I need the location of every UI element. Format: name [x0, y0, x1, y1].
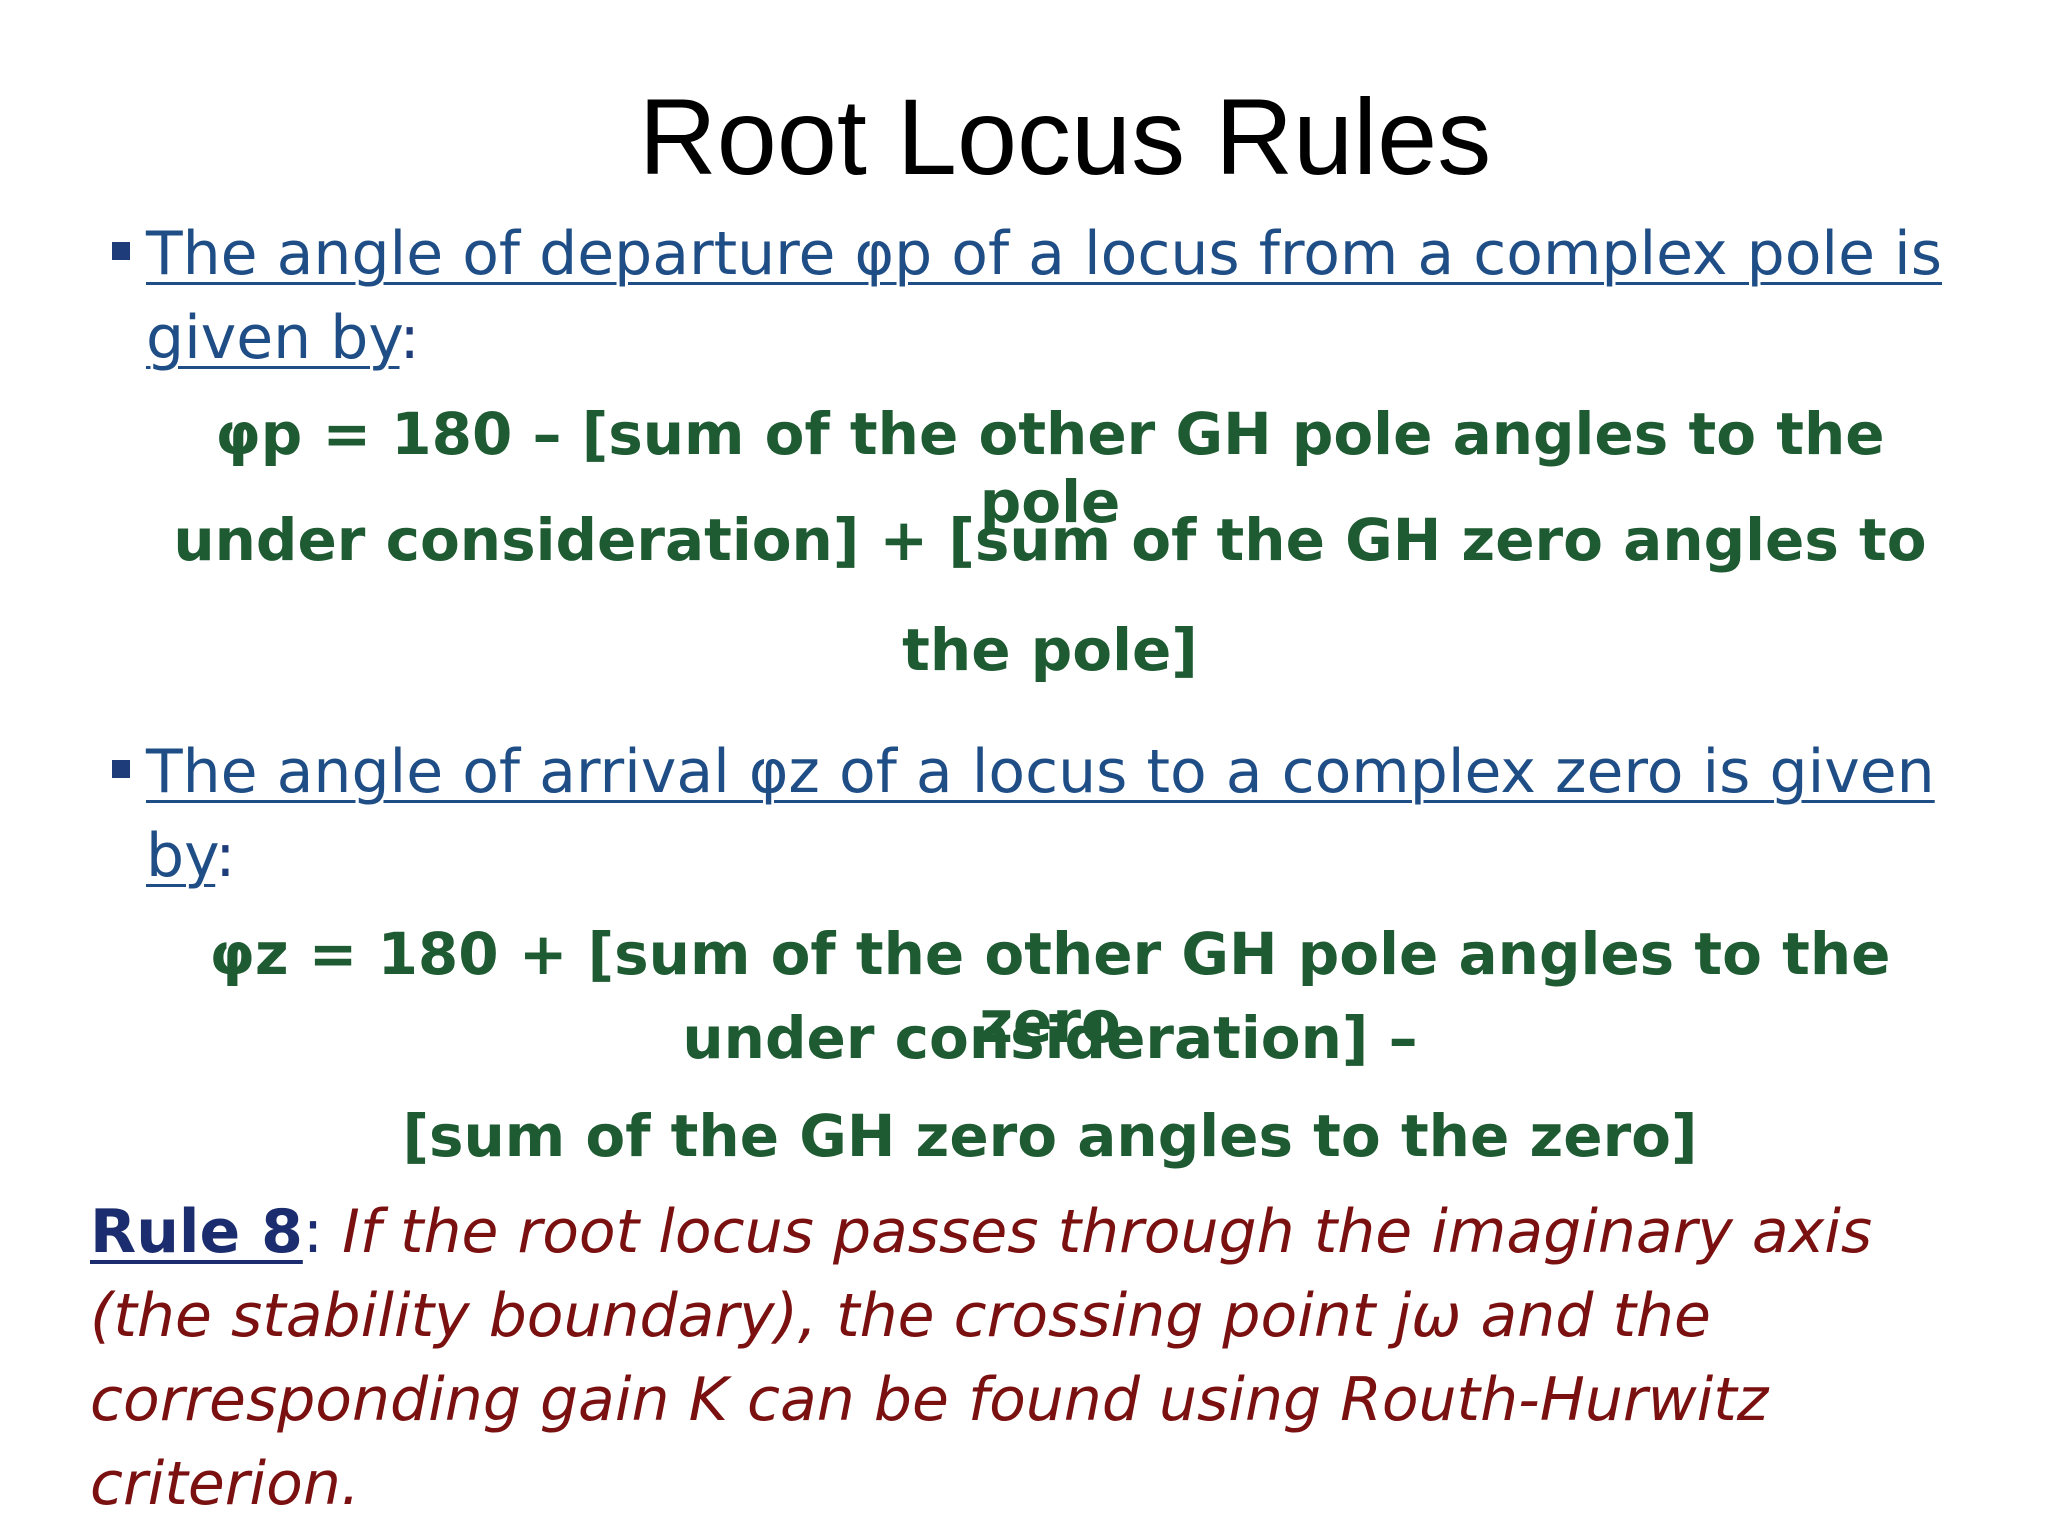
square-bullet-icon — [112, 242, 130, 260]
arrival-formula-line-2: under consideration] – — [682, 1004, 1418, 1072]
bullet-arrival-angle: The angle of arrival φz of a locus to a … — [112, 730, 1972, 898]
arrival-formula-line-3: [sum of the GH zero angles to the zero] — [402, 1102, 1698, 1170]
arrival-formula-line-1: φz = 180 + [sum of the other GH pole ang… — [209, 920, 1891, 1056]
bullet-departure-text: The angle of departure φp of a locus fro… — [146, 219, 1942, 373]
bullet-arrival-text-wrap: The angle of arrival φz of a locus to a … — [146, 730, 1972, 898]
bullet-departure-angle: The angle of departure φp of a locus fro… — [112, 212, 1972, 380]
departure-formula-line-3: the pole] — [902, 616, 1198, 684]
rule-8-separator: : — [302, 1197, 324, 1267]
rule-8-paragraph: Rule 8: If the root locus passes through… — [90, 1190, 1970, 1526]
bullet-departure-text-wrap: The angle of departure φp of a locus fro… — [146, 212, 1972, 380]
square-bullet-icon — [112, 760, 130, 778]
slide-title: Root Locus Rules — [638, 76, 1492, 197]
rule-8-text: If the root locus passes through the ima… — [90, 1197, 1873, 1519]
rule-8-label: Rule 8 — [90, 1197, 303, 1267]
bullet-departure-colon: : — [399, 303, 420, 373]
bullet-arrival-colon: : — [215, 821, 236, 891]
departure-formula-line-2: under consideration] + [sum of the GH ze… — [173, 506, 1927, 574]
departure-formula-line-1: φp = 180 – [sum of the other GH pole ang… — [215, 400, 1885, 536]
bullet-arrival-text: The angle of arrival φz of a locus to a … — [146, 737, 1935, 891]
